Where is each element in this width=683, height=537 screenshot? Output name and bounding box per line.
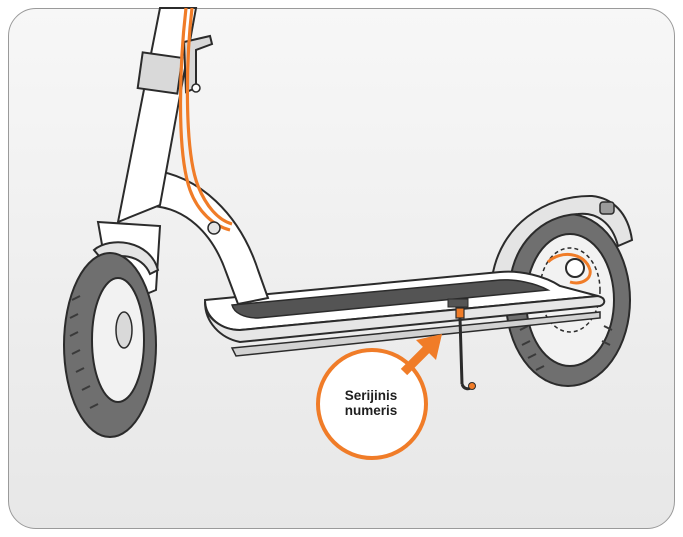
serial-number-callout-circle xyxy=(316,348,428,460)
rear-brake-cable xyxy=(546,253,592,285)
deck-side xyxy=(204,294,606,344)
front-cables-2 xyxy=(185,7,233,226)
kickstand-bracket xyxy=(455,307,465,319)
kickstand xyxy=(455,307,476,391)
front-hub xyxy=(115,311,133,349)
serial-number-label-line1: Serijinis xyxy=(344,388,398,403)
kickstand-leg xyxy=(458,317,464,385)
serial-number-label-line2: numeris xyxy=(344,403,398,418)
stem-clamp xyxy=(136,51,184,95)
arrow-up-right-icon xyxy=(400,334,442,376)
cable-clip xyxy=(207,221,221,235)
kickstand-cap xyxy=(468,382,476,390)
deck-grip xyxy=(231,279,551,319)
rear-light xyxy=(599,201,615,215)
rear-fender xyxy=(490,194,634,284)
serial-number-plate xyxy=(447,298,469,308)
deck xyxy=(203,270,606,357)
rear-tread xyxy=(519,325,613,371)
front-wheel xyxy=(63,252,157,438)
deck-bottom-strip xyxy=(230,311,601,357)
folding-hinge-bolt xyxy=(191,83,201,93)
neck-frame xyxy=(148,168,270,306)
rear-hub xyxy=(565,258,585,278)
serial-number-label: Serijinis numeris xyxy=(318,388,424,418)
front-tread xyxy=(69,295,99,409)
front-cables xyxy=(178,7,231,232)
